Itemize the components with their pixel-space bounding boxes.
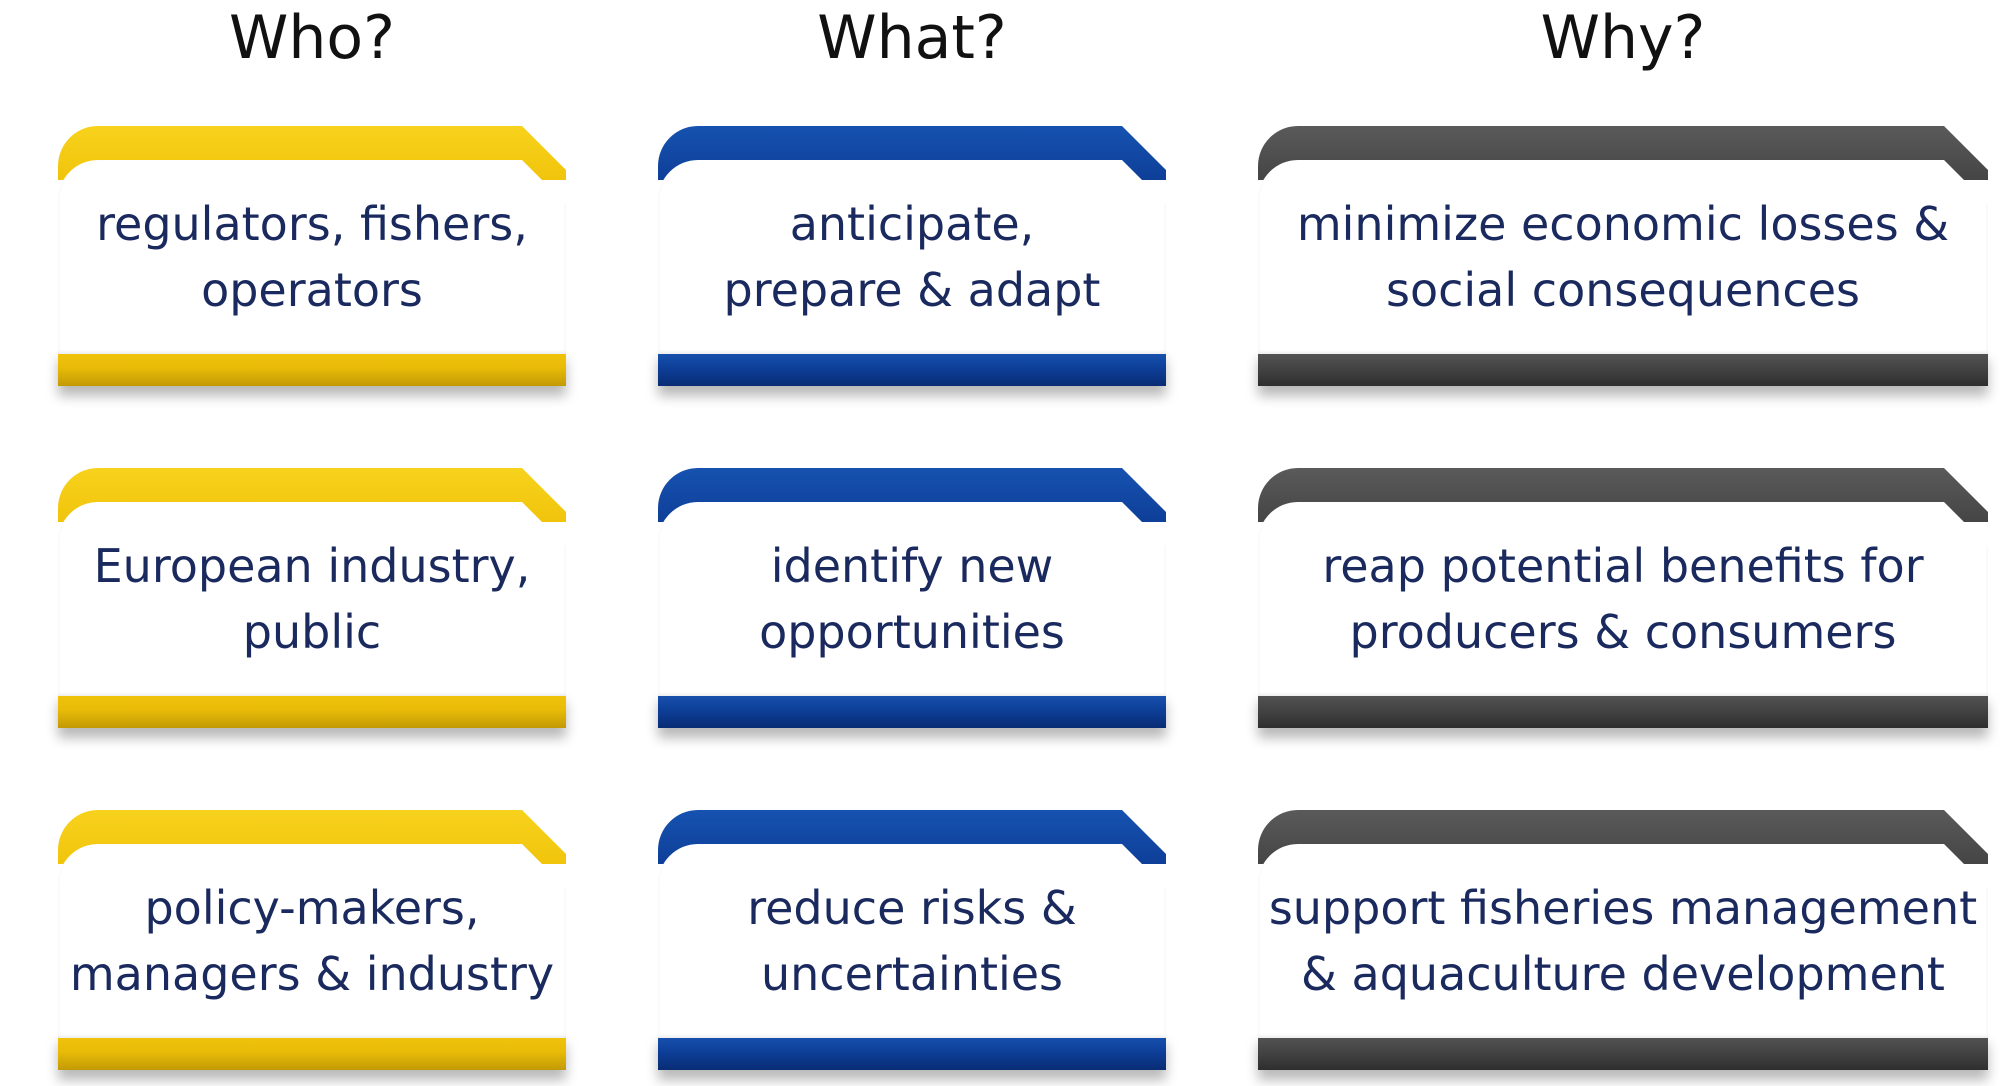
- card-bottom-band: [658, 1034, 1166, 1070]
- card-face: minimize economic losses & social conseq…: [1258, 160, 1988, 354]
- header-what: What?: [817, 3, 1007, 73]
- card-text-line-2: public: [242, 605, 382, 659]
- card-bottom-band: [1258, 1034, 1988, 1070]
- card-text-line-2: uncertainties: [760, 947, 1064, 1001]
- card-text-line-1: minimize economic losses &: [1296, 197, 1950, 251]
- header-why: Why?: [1540, 3, 1706, 73]
- who-card-1: regulators, fishers, operators: [58, 126, 566, 402]
- what-card-3: reduce risks & uncertainties: [658, 810, 1166, 1086]
- card-face: European industry, public: [58, 502, 566, 696]
- card-face: policy-makers, managers & industry: [58, 844, 566, 1038]
- card-text-line-1: identify new: [770, 539, 1054, 593]
- card-text-line-2: managers & industry: [69, 947, 555, 1001]
- card-bottom-band: [658, 350, 1166, 386]
- card-bottom-band: [1258, 350, 1988, 386]
- card-text-line-2: opportunities: [759, 605, 1065, 659]
- who-card-3: policy-makers, managers & industry: [58, 810, 566, 1086]
- card-face: reduce risks & uncertainties: [658, 844, 1166, 1038]
- card-bottom-band: [58, 692, 566, 728]
- card-text-line-1: anticipate,: [789, 197, 1035, 251]
- what-card-1: anticipate, prepare & adapt: [658, 126, 1166, 402]
- card-face: reap potential benefits for producers & …: [1258, 502, 1988, 696]
- card-text-line-1: regulators, fishers,: [96, 197, 528, 251]
- card-text-line-1: reduce risks &: [747, 881, 1077, 935]
- card-face: support fisheries management & aquacultu…: [1258, 844, 1988, 1038]
- card-text-line-2: social consequences: [1386, 263, 1860, 317]
- card-text-line-1: reap potential benefits for: [1322, 539, 1924, 593]
- card-text-line-1: European industry,: [93, 539, 531, 593]
- card-text-line-2: operators: [201, 263, 423, 317]
- card-text-line-1: support fisheries management: [1268, 881, 1978, 935]
- card-text-line-2: prepare & adapt: [723, 263, 1101, 317]
- card-bottom-band: [58, 1034, 566, 1070]
- card-text-line-2: producers & consumers: [1349, 605, 1897, 659]
- card-face: identify new opportunities: [658, 502, 1166, 696]
- why-card-3: support fisheries management & aquacultu…: [1258, 810, 1988, 1086]
- card-face: anticipate, prepare & adapt: [658, 160, 1166, 354]
- card-bottom-band: [1258, 692, 1988, 728]
- why-card-2: reap potential benefits for producers & …: [1258, 468, 1988, 744]
- what-card-2: identify new opportunities: [658, 468, 1166, 744]
- card-text-line-2: & aquaculture development: [1301, 947, 1945, 1001]
- card-bottom-band: [658, 692, 1166, 728]
- card-bottom-band: [58, 350, 566, 386]
- card-face: regulators, fishers, operators: [58, 160, 566, 354]
- card-text-line-1: policy-makers,: [144, 881, 480, 935]
- header-who: Who?: [229, 3, 395, 73]
- who-card-2: European industry, public: [58, 468, 566, 744]
- why-card-1: minimize economic losses & social conseq…: [1258, 126, 1988, 402]
